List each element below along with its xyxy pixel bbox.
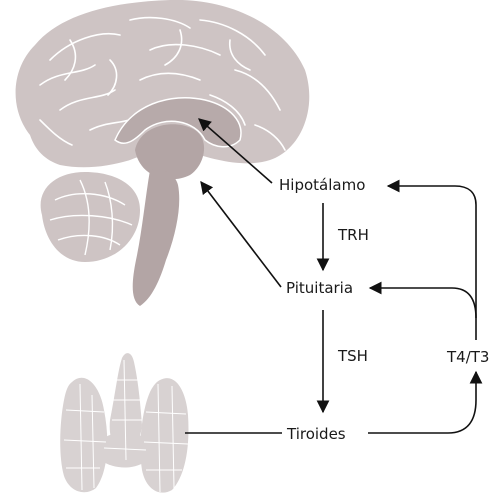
pituitary-label: Pituitaria <box>286 279 353 297</box>
brainstem <box>133 170 180 306</box>
hypothalamus-label: Hipotálamo <box>279 176 365 194</box>
thyroid-illustration <box>60 353 188 493</box>
arrows <box>185 119 476 433</box>
trh-label: TRH <box>338 226 369 244</box>
thyroid-left-lobe <box>60 378 107 492</box>
arrow-t4t3-to-hypothalamus <box>388 186 476 340</box>
arrow-t4t3-to-pituitary <box>370 288 476 318</box>
tsh-label: TSH <box>338 347 368 365</box>
arrow-to-pituitary-region <box>201 182 281 287</box>
brain-illustration <box>16 0 310 306</box>
arrow-to-t4t3 <box>368 372 476 433</box>
t4t3-label: T4/T3 <box>447 348 489 366</box>
thyroid-label: Tiroides <box>287 425 346 443</box>
cerebellum <box>41 172 140 262</box>
thyroid-right-lobe <box>140 378 188 493</box>
